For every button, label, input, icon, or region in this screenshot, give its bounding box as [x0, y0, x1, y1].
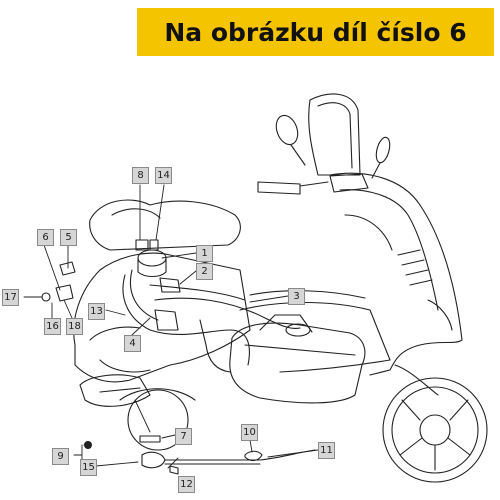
handlebar: [257, 173, 369, 195]
right-mirror: [371, 136, 391, 179]
front-shield: [329, 172, 463, 376]
callout-7: 7: [175, 428, 192, 445]
rear-wheel: [119, 388, 196, 451]
callout-15: 15: [80, 459, 97, 476]
callout-5: 5: [60, 229, 77, 246]
banner-title: Na obrázku díl číslo 6: [164, 17, 467, 47]
callout-13: 13: [88, 303, 105, 320]
callout-3: 3: [288, 288, 305, 305]
fastener-8-14: [135, 239, 159, 251]
callout-2: 2: [196, 263, 213, 280]
fuel-valve-parts: [139, 435, 316, 475]
wiring-harness: [122, 269, 301, 373]
callout-9: 9: [52, 448, 69, 465]
part-number-banner: Na obrázku díl číslo 6: [137, 8, 494, 56]
callout-14: 14: [155, 167, 172, 184]
left-mirror: [275, 114, 306, 166]
callout-8: 8: [132, 167, 149, 184]
callout-1: 1: [196, 245, 213, 262]
bracket-5-6: [41, 261, 76, 302]
callout-12: 12: [178, 476, 195, 493]
callout-18: 18: [66, 318, 83, 335]
coil-assembly: [137, 249, 181, 331]
seat: [89, 199, 241, 251]
windscreen: [308, 93, 361, 176]
callout-6: 6: [37, 229, 54, 246]
front-wheel: [382, 364, 488, 483]
callout-11: 11: [318, 442, 335, 459]
floorboard: [239, 290, 391, 373]
callout-10: 10: [241, 424, 258, 441]
muffler: [79, 374, 151, 407]
part-9-dot: [84, 441, 92, 449]
callout-4: 4: [124, 335, 141, 352]
callout-17: 17: [2, 289, 19, 306]
callout-16: 16: [44, 318, 61, 335]
